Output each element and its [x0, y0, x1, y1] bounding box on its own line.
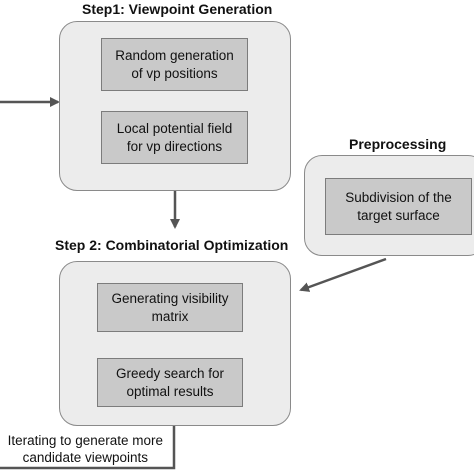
- visibility-matrix-line2: matrix: [151, 308, 189, 324]
- loop-note: Iterating to generate more candidate vie…: [8, 432, 163, 466]
- preprocessing-to-step2-arrow: [299, 257, 387, 292]
- local-potential-field-line1: Local potential field: [116, 120, 233, 136]
- local-potential-field-line2: for vp directions: [126, 138, 223, 154]
- preprocessing-panel: Subdivision of the target surface: [304, 155, 474, 256]
- subdivision-box: Subdivision of the target surface: [325, 178, 472, 235]
- random-generation-line2: of vp positions: [131, 65, 218, 81]
- local-potential-field-box: Local potential field for vp directions: [101, 111, 248, 164]
- random-generation-line1: Random generation: [115, 47, 234, 63]
- greedy-search-box: Greedy search for optimal results: [97, 358, 243, 407]
- step1-title: Step1: Viewpoint Generation: [82, 1, 273, 17]
- loop-note-line1: Iterating to generate more: [7, 433, 163, 448]
- subdivision-line1: Subdivision of the: [345, 189, 452, 205]
- visibility-matrix-line1: Generating visibility: [111, 290, 229, 306]
- greedy-search-line2: optimal results: [126, 383, 214, 399]
- random-generation-box: Random generation of vp positions: [101, 38, 248, 91]
- greedy-search-line1: Greedy search for: [115, 365, 225, 381]
- step2-title: Step 2: Combinatorial Optimization: [55, 237, 289, 253]
- preprocessing-title: Preprocessing: [349, 136, 447, 152]
- loop-note-line2: candidate viewpoints: [22, 450, 148, 465]
- step2-panel: Generating visibility matrix Greedy sear…: [59, 261, 291, 426]
- subdivision-line2: target surface: [357, 207, 440, 223]
- step1-panel: Random generation of vp positions Local …: [59, 21, 291, 191]
- visibility-matrix-box: Generating visibility matrix: [97, 283, 243, 332]
